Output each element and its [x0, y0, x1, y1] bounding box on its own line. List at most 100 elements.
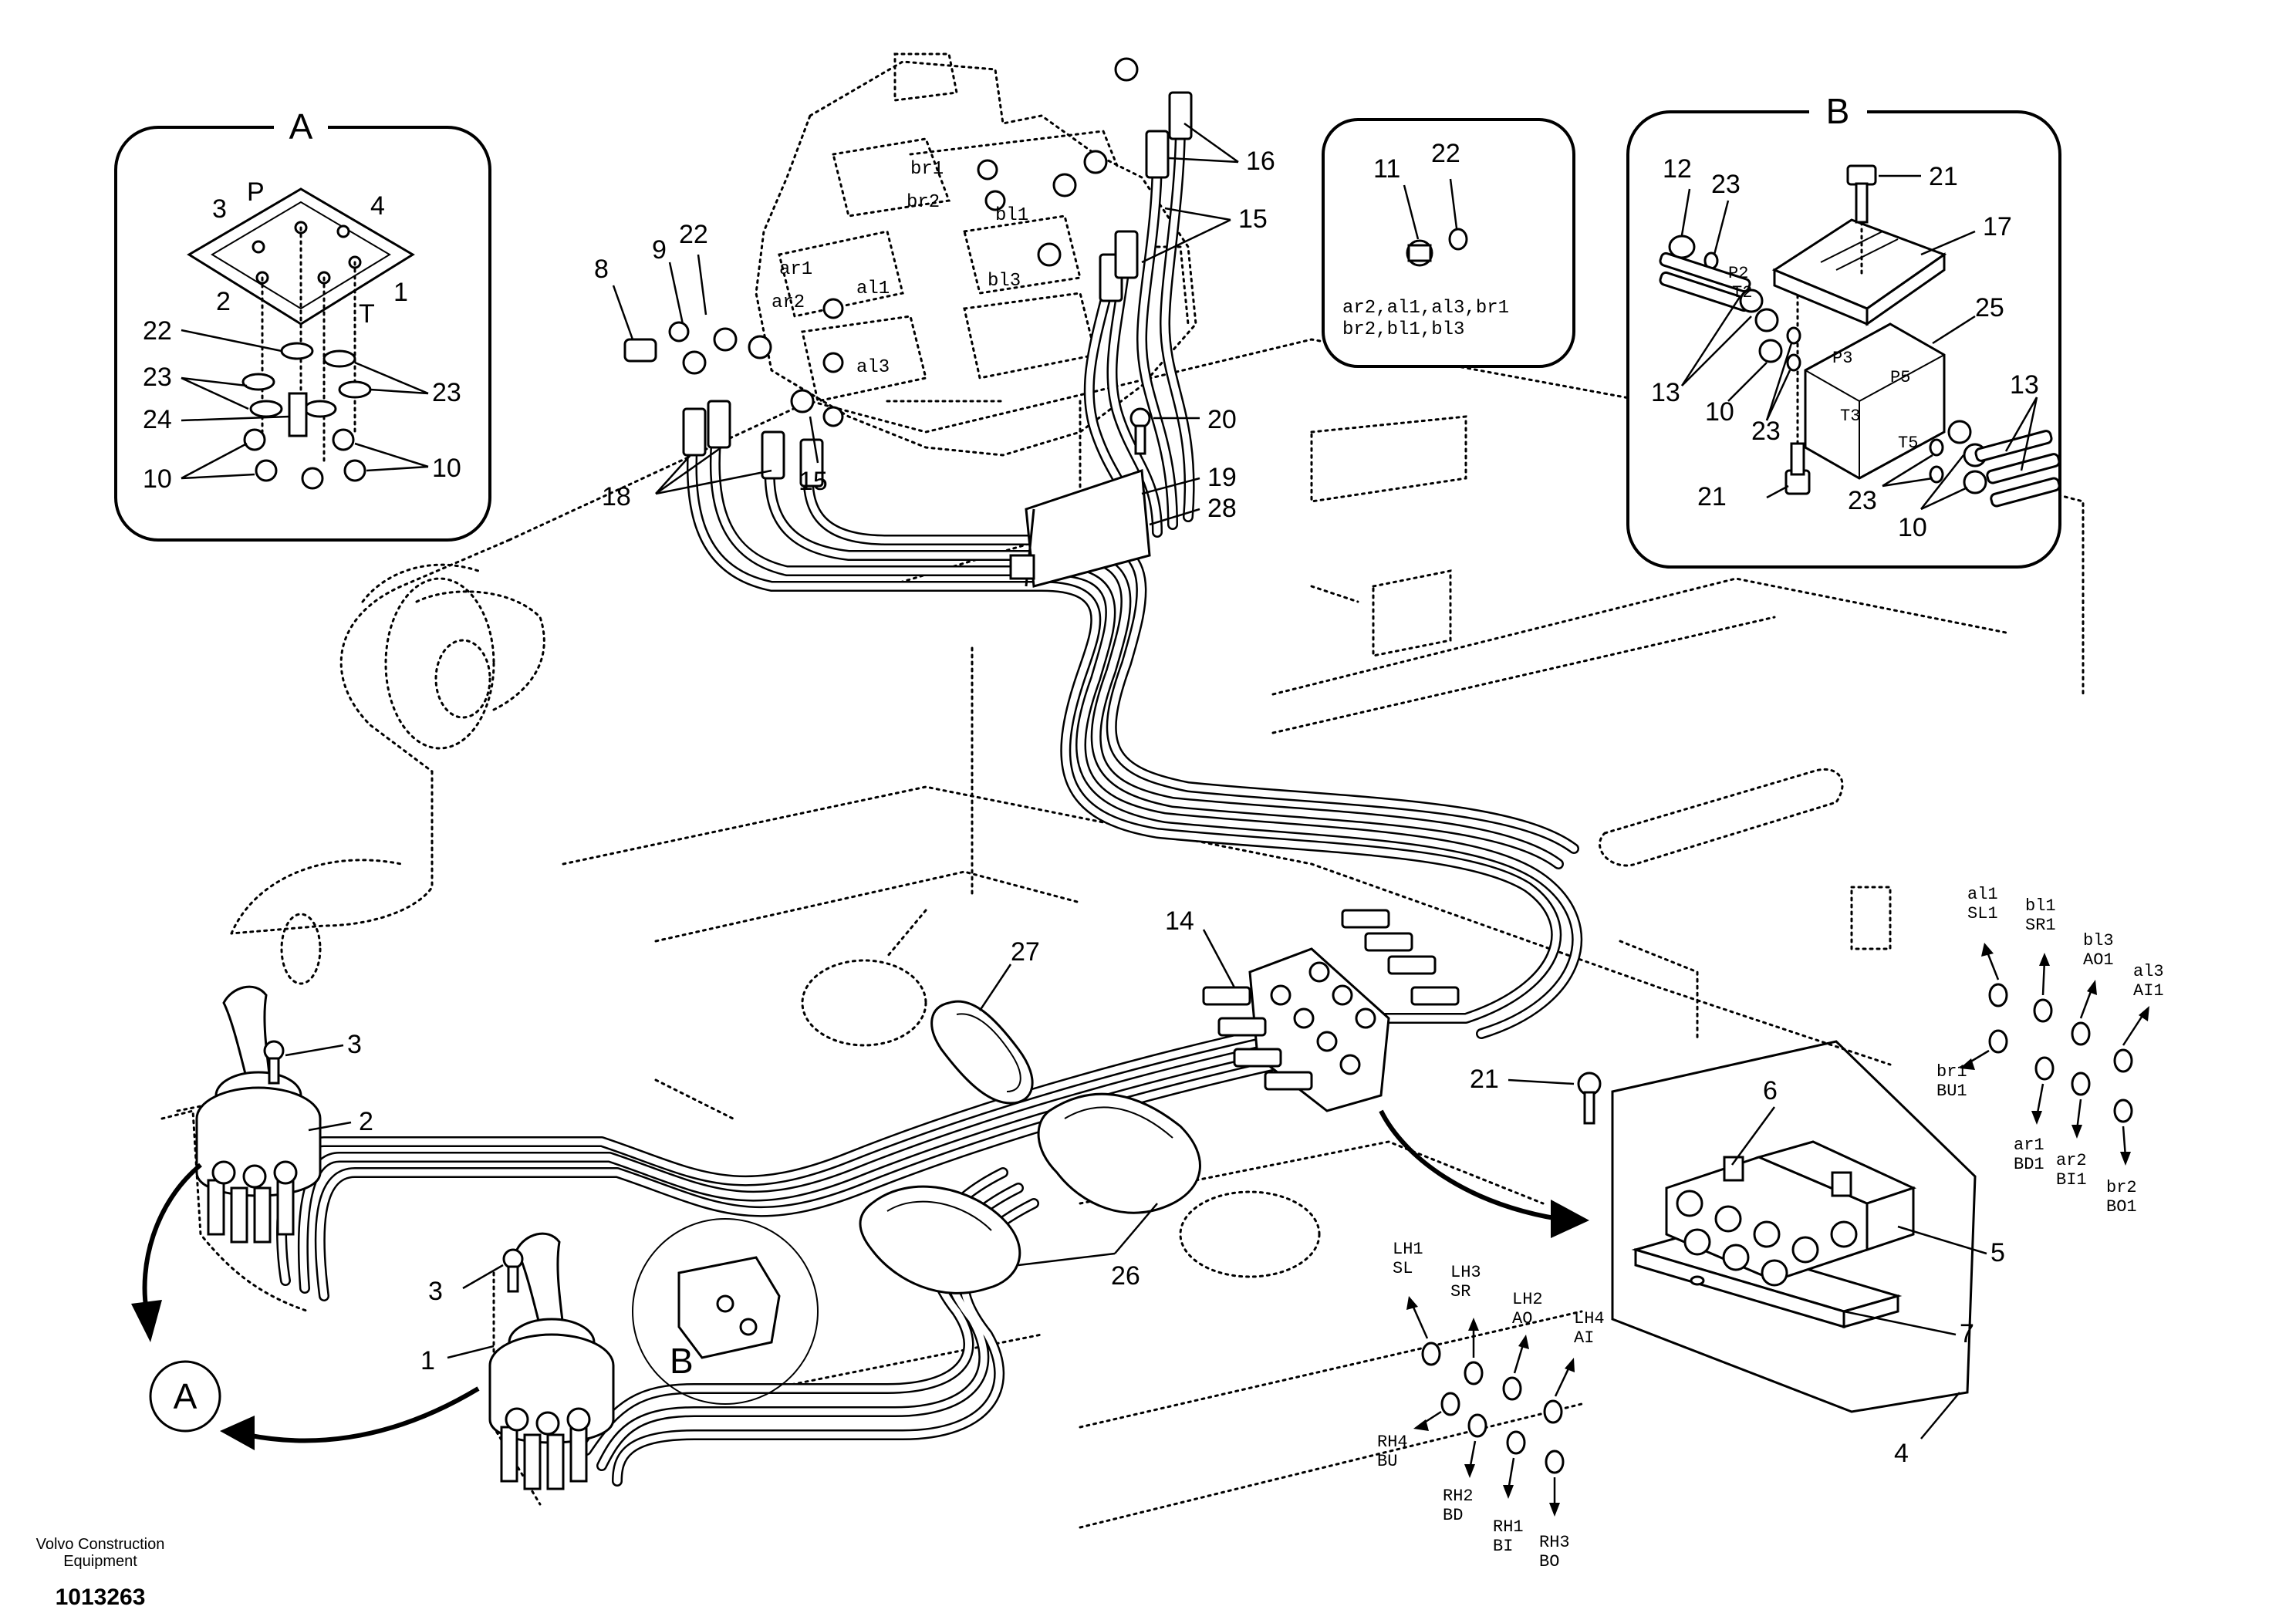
- detail-a-port-1: 1: [393, 278, 408, 307]
- detail-b-port-t5: T5: [1898, 434, 1918, 453]
- detail-b-port-p3: P3: [1832, 349, 1852, 368]
- callout-20: 20: [1207, 405, 1237, 434]
- valve-callouts: 16 15 8 9 22 15 18 20 19 28: [594, 122, 1275, 526]
- detail-a-callout-23-right: 23: [432, 378, 461, 407]
- callout-3-top: 3: [347, 1030, 362, 1059]
- detail-b-port-p2: P2: [1728, 264, 1748, 283]
- callout-18: 18: [602, 482, 631, 511]
- detail-b-ref-circle: [632, 1218, 819, 1405]
- left-port-rh1-bottom: BI: [1493, 1537, 1513, 1556]
- valve-port-ar1: ar1: [779, 259, 812, 280]
- right-port-al1-top: al1: [1967, 885, 1998, 904]
- detail-b-callout-10-top: 10: [1705, 397, 1734, 427]
- footer: Volvo Construction Equipment 1013263: [36, 1536, 165, 1610]
- callout-7: 7: [1960, 1319, 1974, 1348]
- detail-b-callout-13-right: 13: [2010, 370, 2039, 400]
- hose-fittings-valve: [623, 57, 1193, 488]
- detail-a-box: A 3 P 4 2 1 T 22 23 23 24 10 10: [114, 106, 491, 542]
- callout-21-main: 21: [1470, 1065, 1499, 1094]
- detail-a-port-2: 2: [216, 287, 231, 316]
- bolt-3-bottom: [502, 1248, 524, 1293]
- left-port-lh2-bottom: AO: [1512, 1309, 1532, 1328]
- right-port-ar2-top: ar2: [2056, 1151, 2087, 1170]
- valve-port-al3: al3: [856, 357, 890, 378]
- callout-6: 6: [1763, 1076, 1778, 1105]
- right-port-bl1-top: bl1: [2025, 896, 2056, 916]
- callout-19: 19: [1207, 463, 1237, 492]
- detail-b-box: B P2 T2 P3 P5 T3 T5: [1626, 91, 2061, 569]
- right-port-al1-bottom: SL1: [1967, 904, 1998, 923]
- detail-a-callout-24: 24: [143, 405, 172, 434]
- left-port-rh4-top: RH4: [1377, 1433, 1408, 1452]
- circle-ref-a: A: [149, 1360, 221, 1433]
- left-port-lh4-top: LH4: [1574, 1309, 1605, 1328]
- fitting-callout-11: 11: [1373, 154, 1400, 184]
- circle-ref-b-label: B: [670, 1341, 694, 1381]
- detail-b-callout-10-bottom: 10: [1898, 513, 1927, 542]
- callout-26: 26: [1111, 1261, 1140, 1291]
- detail-b-callout-25: 25: [1975, 293, 2004, 322]
- callout-15-bottom: 15: [799, 467, 828, 496]
- callout-5: 5: [1990, 1238, 2005, 1267]
- right-port-br1-top: br1: [1936, 1062, 1967, 1082]
- detail-fitting-box: 11 22 ar2,al1,al3,br1 br2,bl1,bl3: [1322, 118, 1575, 368]
- right-port-br2-bottom: BO1: [2106, 1197, 2137, 1217]
- right-port-al3-top: al3: [2133, 962, 2164, 981]
- detail-b-callout-21-bottom: 21: [1697, 482, 1727, 511]
- detail-a-callout-22: 22: [143, 316, 172, 346]
- left-port-rh2-bottom: BD: [1443, 1506, 1463, 1525]
- circle-ref-a-label: A: [174, 1376, 198, 1416]
- right-port-ar1-top: ar1: [2014, 1136, 2044, 1155]
- footer-company-line1: Volvo Construction: [36, 1536, 165, 1553]
- callout-28: 28: [1207, 494, 1237, 523]
- detail-a-port-4: 4: [370, 191, 385, 221]
- junction-block: [1202, 909, 1460, 1112]
- joystick-right: [488, 1232, 615, 1490]
- hose-clamp: [1009, 468, 1151, 588]
- right-port-ar1-bottom: BD1: [2014, 1155, 2044, 1174]
- callout-22-valve: 22: [679, 220, 708, 249]
- right-port-group: al1 SL1 bl1 SR1 bl3 AO1 al3 AI1 br1 BU1 …: [1936, 885, 2164, 1217]
- detail-b-callout-23-bottom: 23: [1848, 486, 1877, 515]
- fitting-callout-22: 22: [1431, 139, 1460, 168]
- left-port-rh1-top: RH1: [1493, 1517, 1524, 1537]
- right-port-bl1-bottom: SR1: [2025, 916, 2056, 935]
- detail-b-callout-13-left: 13: [1651, 378, 1680, 407]
- detail-b-callout-12: 12: [1663, 154, 1692, 184]
- left-port-rh4-bottom: BU: [1377, 1452, 1397, 1471]
- detail-b-port-t3: T3: [1840, 407, 1860, 426]
- detail-b-port-t2: T2: [1732, 283, 1752, 302]
- left-port-rh2-top: RH2: [1443, 1487, 1474, 1506]
- callout-27: 27: [1011, 937, 1040, 967]
- detail-b-callout-17: 17: [1983, 212, 2012, 241]
- callout-4: 4: [1894, 1439, 1909, 1468]
- control-valve: [755, 52, 1197, 457]
- detail-b-callout-21-top: 21: [1929, 162, 1958, 191]
- valve-port-bl3: bl3: [988, 271, 1021, 292]
- callout-2: 2: [359, 1107, 373, 1136]
- right-port-br2-top: br2: [2106, 1178, 2137, 1197]
- callout-3-bottom: 3: [428, 1277, 443, 1306]
- grommets: [859, 1000, 1201, 1294]
- callout-16: 16: [1246, 147, 1275, 176]
- detail-a-title: A: [289, 106, 313, 147]
- left-port-group: LH1 SL LH3 SR LH2 AO LH4 AI RH4 BU RH2 B…: [1377, 1240, 1605, 1571]
- bolt-3-top: [263, 1040, 285, 1085]
- main-callouts: 14 27 3 2 3 1 26 21 6 5 7 4: [285, 906, 2005, 1468]
- left-port-rh3-bottom: BO: [1539, 1552, 1559, 1571]
- detail-a-callout-23-left: 23: [143, 363, 172, 392]
- valve-port-al1: al1: [856, 278, 890, 299]
- fitting-port-list-line1: ar2,al1,al3,br1: [1342, 298, 1509, 319]
- detail-a-port-3: 3: [212, 194, 227, 224]
- detail-b-title: B: [1826, 91, 1850, 131]
- arrows: [131, 1109, 1589, 1450]
- bolt-21-main: [1577, 1072, 1602, 1125]
- right-port-bl3-top: bl3: [2083, 931, 2114, 950]
- callout-8: 8: [594, 255, 609, 284]
- left-port-lh1-top: LH1: [1393, 1240, 1423, 1259]
- detail-a-callout-10-right: 10: [432, 454, 461, 483]
- left-port-lh1-bottom: SL: [1393, 1259, 1413, 1278]
- fitting-port-list-line2: br2,bl1,bl3: [1342, 319, 1464, 340]
- valve-port-labels: br1 br2 bl1 ar1 al1 ar2 bl3 al3: [772, 159, 1028, 378]
